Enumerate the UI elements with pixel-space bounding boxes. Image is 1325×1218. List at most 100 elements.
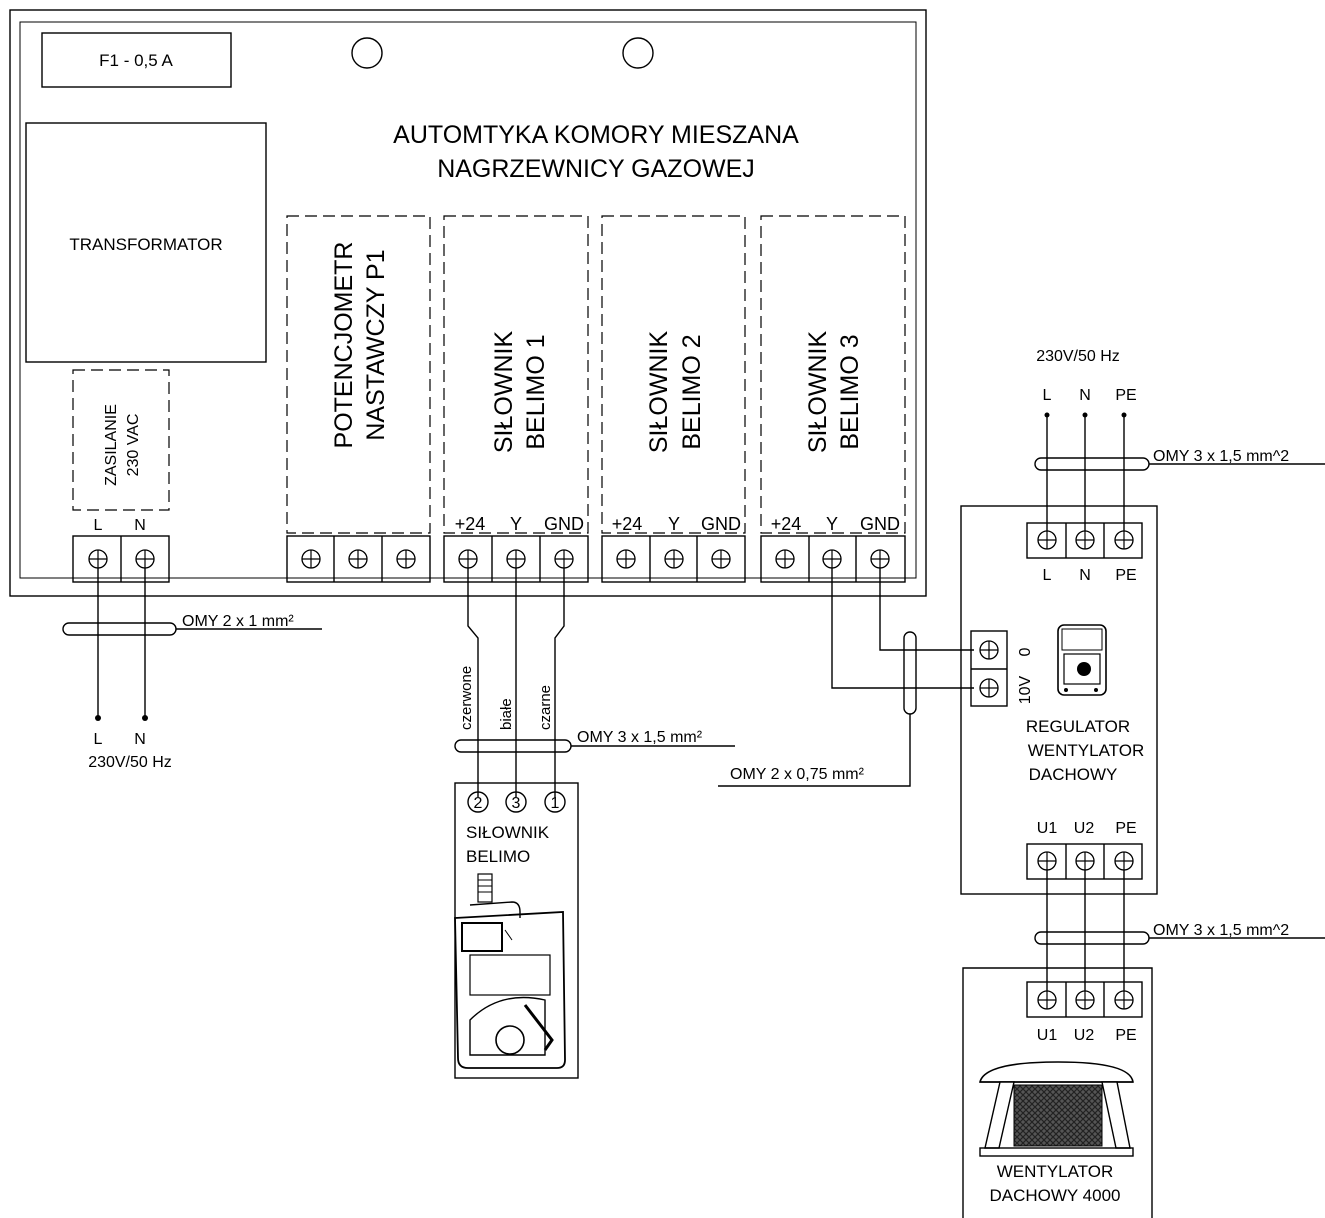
- terminal-screw-icon: [348, 549, 368, 569]
- potentiometer-label-2: NASTAWCZY P1: [362, 249, 390, 440]
- right-supply-L: L: [1043, 387, 1052, 404]
- right-supply-voltage: 230V/50 Hz: [1036, 348, 1120, 365]
- terminal-screw-icon: [1114, 851, 1134, 871]
- regulator-device-icon: [1057, 624, 1107, 696]
- terminal-screw-icon: [979, 640, 999, 660]
- diagram-title-line1: AUTOMTYKA KOMORY MIESZANA: [393, 121, 799, 149]
- belimo-actuator: 2 3 1 SIŁOWNIK BELIMO: [454, 782, 579, 1079]
- supply-module-label-1: ZASILANIE: [103, 404, 120, 486]
- fuse-box: F1 - 0,5 A: [41, 32, 232, 88]
- fan-label-2: DACHOWY 4000: [989, 1186, 1120, 1205]
- actuator-module-1: SIŁOWNIK BELIMO 1 +24 Y GND: [443, 215, 589, 583]
- terminal-screw-icon: [1037, 851, 1057, 871]
- actuator-2-label-1: SIŁOWNIK: [645, 331, 673, 454]
- regulator-signal-10V: 10V: [1017, 675, 1034, 704]
- supply-wires: OMY 2 x 1 mm² L N 230V/50 Hz: [62, 568, 322, 771]
- regulator-output-U2: U2: [1074, 820, 1095, 837]
- fan-cable: OMY 3 x 1,5 mm^2: [1034, 870, 1325, 1000]
- terminal-screw-icon: [1037, 990, 1057, 1010]
- actuator-1-label-2: BELIMO 1: [522, 334, 550, 449]
- terminal-screw-icon: [616, 549, 636, 569]
- fan-cable-label: OMY 3 x 1,5 mm^2: [1153, 922, 1289, 939]
- actuator-3-terminal-Y-label: Y: [826, 514, 838, 534]
- regulator-input-N: N: [1079, 567, 1091, 584]
- belimo-actuator-icon: [454, 873, 566, 1069]
- terminal-screw-icon: [1114, 530, 1134, 550]
- actuator-1-terminal-GND-label: GND: [544, 514, 584, 534]
- roof-fan: U1 U2 PE WENTYLATOR DACHOWY 4000: [962, 967, 1153, 1218]
- actuator-3-terminal-GND-label: GND: [860, 514, 900, 534]
- actuator-module-3: SIŁOWNIK BELIMO 3 +24 Y GND: [760, 215, 906, 583]
- terminal-screw-icon: [396, 549, 416, 569]
- terminal-screw-icon: [301, 549, 321, 569]
- terminal-screw-icon: [135, 549, 155, 569]
- terminal-screw-icon: [870, 549, 890, 569]
- right-supply: 230V/50 Hz L N PE OMY 3 x 1,5 mm^2: [1034, 348, 1325, 540]
- supply-terminal-L-label: L: [94, 517, 103, 534]
- regulator-signal-0: 0: [1017, 647, 1034, 656]
- fan-terminal-PE: PE: [1115, 1027, 1136, 1044]
- regulator-output-PE: PE: [1115, 820, 1136, 837]
- belimo-device-label-2: BELIMO: [466, 847, 530, 866]
- fan-terminal-U1: U1: [1037, 1027, 1058, 1044]
- belimo-device-label-1: SIŁOWNIK: [466, 823, 550, 842]
- transformer: TRANSFORMATOR: [25, 122, 267, 363]
- actuator-module-2: SIŁOWNIK BELIMO 2 +24 Y GND: [601, 215, 746, 583]
- regulator-label-1: REGULATOR: [1026, 717, 1130, 736]
- terminal-screw-icon: [1114, 990, 1134, 1010]
- potentiometer-module: POTENCJOMETR NASTAWCZY P1: [286, 215, 431, 583]
- fuse-label: F1 - 0,5 A: [99, 51, 173, 70]
- terminal-screw-icon: [1075, 990, 1095, 1010]
- belimo-wiring: czerwone białe czarne OMY 3 x 1,5 mm²: [454, 568, 735, 797]
- belimo-cable-label: OMY 3 x 1,5 mm²: [577, 729, 703, 746]
- fan-terminal-U2: U2: [1074, 1027, 1095, 1044]
- fan-regulator: L N PE 0 10V REGULATOR WENTYLATOR DACHOW…: [960, 505, 1158, 895]
- actuator-2-terminal-Y-label: Y: [668, 514, 680, 534]
- right-supply-N: N: [1079, 387, 1091, 404]
- fan-label-1: WENTYLATOR: [997, 1162, 1114, 1181]
- actuator-1-label-1: SIŁOWNIK: [490, 331, 518, 454]
- terminal-screw-icon: [1075, 851, 1095, 871]
- actuator-2-terminal-GND-label: GND: [701, 514, 741, 534]
- regulator-label-3: DACHOWY: [1029, 765, 1118, 784]
- mounting-hole-right: [622, 37, 654, 69]
- right-supply-PE: PE: [1115, 387, 1136, 404]
- terminal-screw-icon: [458, 549, 478, 569]
- terminal-screw-icon: [506, 549, 526, 569]
- actuator-2-label-2: BELIMO 2: [678, 334, 706, 449]
- control-enclosure: [9, 9, 927, 597]
- terminal-screw-icon: [711, 549, 731, 569]
- regulator-input-L: L: [1043, 567, 1052, 584]
- wire-color-white: białe: [498, 698, 515, 730]
- actuator-3-label-2: BELIMO 3: [836, 334, 864, 449]
- diagram-title-line2: NAGRZEWNICY GAZOWEJ: [437, 155, 755, 183]
- potentiometer-label-1: POTENCJOMETR: [330, 242, 358, 449]
- actuator-3-terminal-24-label: +24: [771, 514, 802, 534]
- right-supply-cable: OMY 3 x 1,5 mm^2: [1153, 448, 1289, 465]
- terminal-screw-icon: [664, 549, 684, 569]
- wire-color-red: czerwone: [458, 666, 475, 730]
- mounting-hole-left: [351, 37, 383, 69]
- actuator-1-terminal-24-label: +24: [455, 514, 486, 534]
- actuator-2-terminal-24-label: +24: [612, 514, 643, 534]
- regulator-label-2: WENTYLATOR: [1028, 741, 1145, 760]
- supply-N-label: N: [134, 731, 146, 748]
- supply-voltage-label: 230V/50 Hz: [88, 754, 172, 771]
- terminal-screw-icon: [1037, 530, 1057, 550]
- terminal-screw-icon: [822, 549, 842, 569]
- belimo-pin-2: 2: [474, 795, 483, 812]
- wire-color-black: czarne: [537, 685, 554, 730]
- belimo-pin-3: 3: [512, 795, 521, 812]
- roof-fan-icon: [978, 1061, 1134, 1157]
- terminal-screw-icon: [979, 678, 999, 698]
- transformer-label: TRANSFORMATOR: [69, 235, 222, 254]
- signal-cable-label: OMY 2 x 0,75 mm²: [730, 766, 865, 783]
- supply-module: ZASILANIE 230 VAC L N: [72, 369, 170, 583]
- terminal-screw-icon: [1075, 530, 1095, 550]
- terminal-screw-icon: [554, 549, 574, 569]
- supply-L-label: L: [94, 731, 103, 748]
- supply-cable-label: OMY 2 x 1 mm²: [182, 613, 294, 630]
- supply-module-label-2: 230 VAC: [125, 414, 142, 477]
- terminal-screw-icon: [88, 549, 108, 569]
